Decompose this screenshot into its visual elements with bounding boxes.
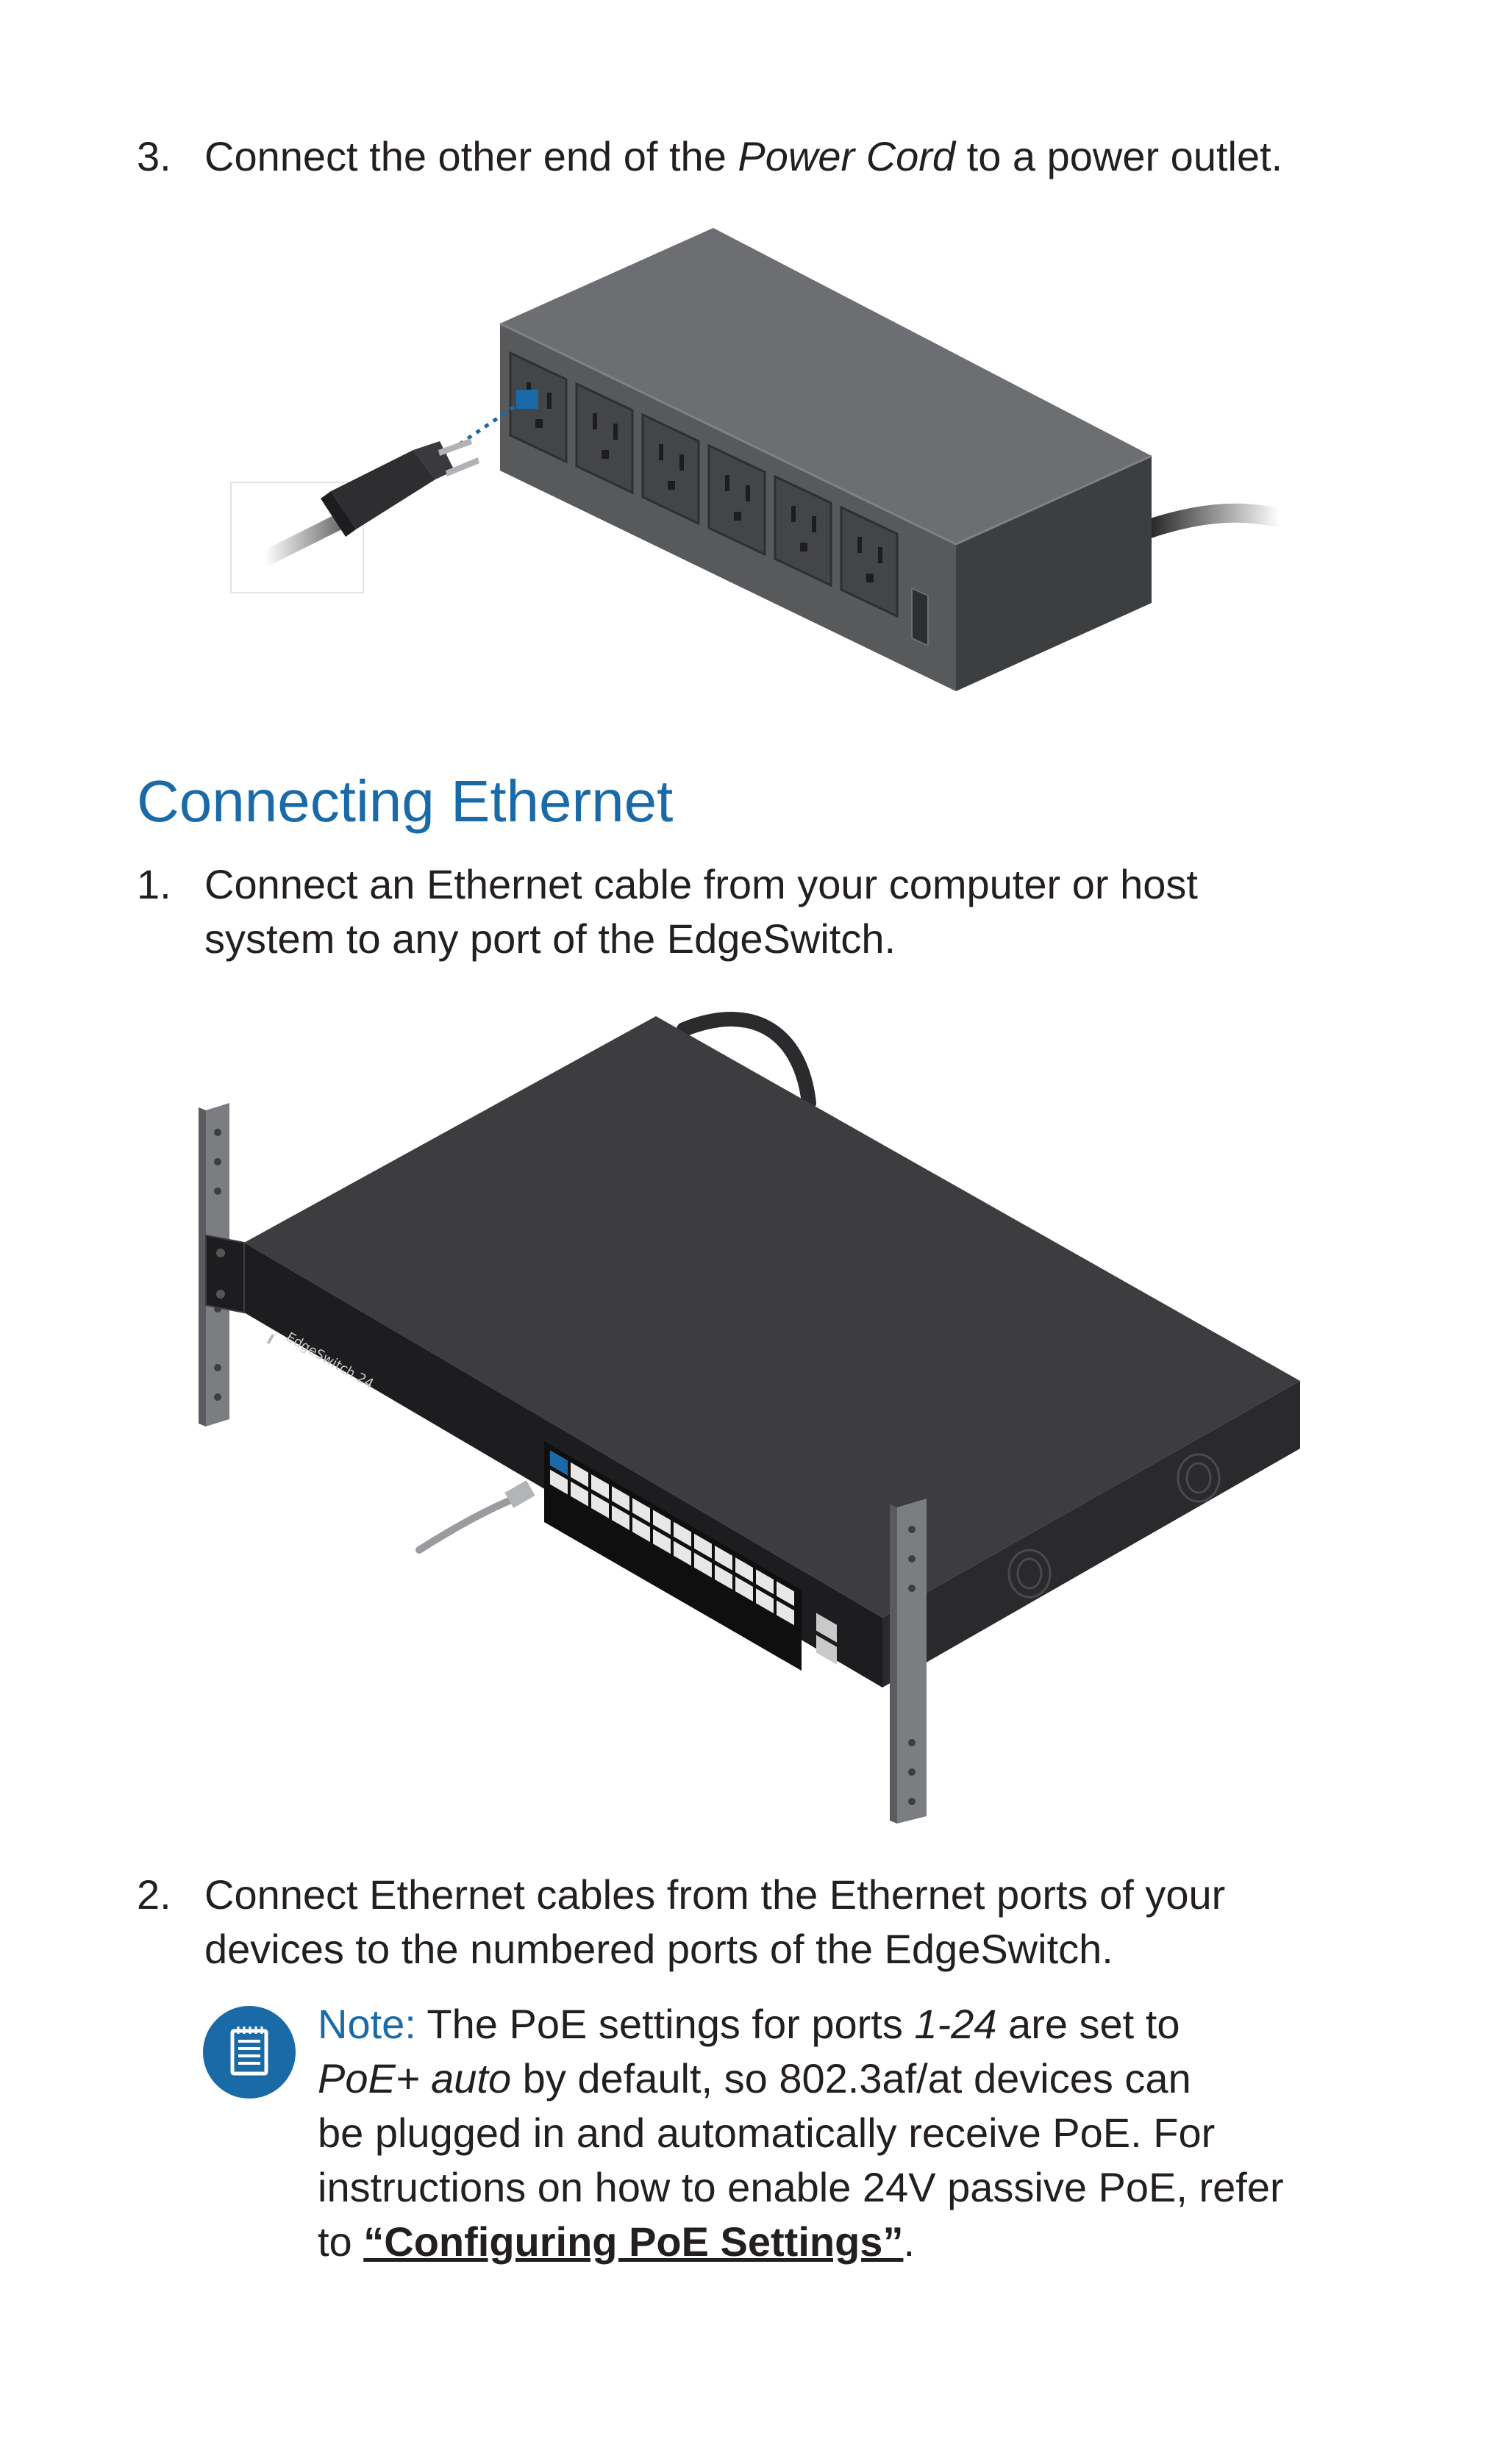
edgeswitch-illustration: EdgeSwitch 24 [199, 1012, 1300, 1824]
note-text-part: The PoE settings for ports [415, 2001, 915, 2047]
step-text-line: Connect an Ethernet cable from your comp… [204, 861, 1198, 907]
note-label: Note: [318, 2001, 416, 2047]
step-text-line: devices to the numbered ports of the Edg… [204, 1926, 1113, 1972]
configuring-poe-settings-link[interactable]: “Configuring PoE Settings” [363, 2218, 904, 2265]
poe-mode: PoE+ auto [318, 2055, 512, 2101]
port-block [544, 1441, 837, 1671]
step-text-part: Connect the other end of the [204, 133, 738, 179]
outlets [509, 351, 899, 618]
note-text-part: . [903, 2218, 916, 2265]
step-text: Connect the other end of the Power Cord … [204, 129, 1282, 184]
note-text-part: instructions on how to enable 24V passiv… [318, 2164, 1284, 2210]
step-text-line: Connect Ethernet cables from the Etherne… [204, 1871, 1226, 1918]
step-text: Connect an Ethernet cable from your comp… [204, 857, 1198, 966]
note-icon [203, 2006, 296, 2099]
step-text: Connect Ethernet cables from the Etherne… [204, 1868, 1225, 1976]
power-strip-illustration [230, 228, 1289, 691]
fan-vents [1007, 1453, 1221, 1599]
step-number: 2. [137, 1871, 171, 1918]
power-cord-term: Power Cord [738, 133, 956, 179]
step-text-part: to a power outlet. [955, 133, 1283, 179]
step-number: 3. [137, 133, 171, 179]
step-text-line: system to any port of the EdgeSwitch. [204, 915, 896, 962]
note-text: Note: The PoE settings for ports 1-24 ar… [318, 1997, 1284, 2269]
note-text-part: by default, so 802.3af/at devices can [511, 2055, 1191, 2101]
port-range: 1-24 [914, 2001, 997, 2047]
section-heading: Connecting Ethernet [137, 768, 674, 834]
note-text-part: to [318, 2218, 364, 2265]
note-text-part: be plugged in and automatically receive … [318, 2110, 1216, 2156]
step-number: 1. [137, 861, 171, 907]
note-text-part: are set to [996, 2001, 1180, 2047]
